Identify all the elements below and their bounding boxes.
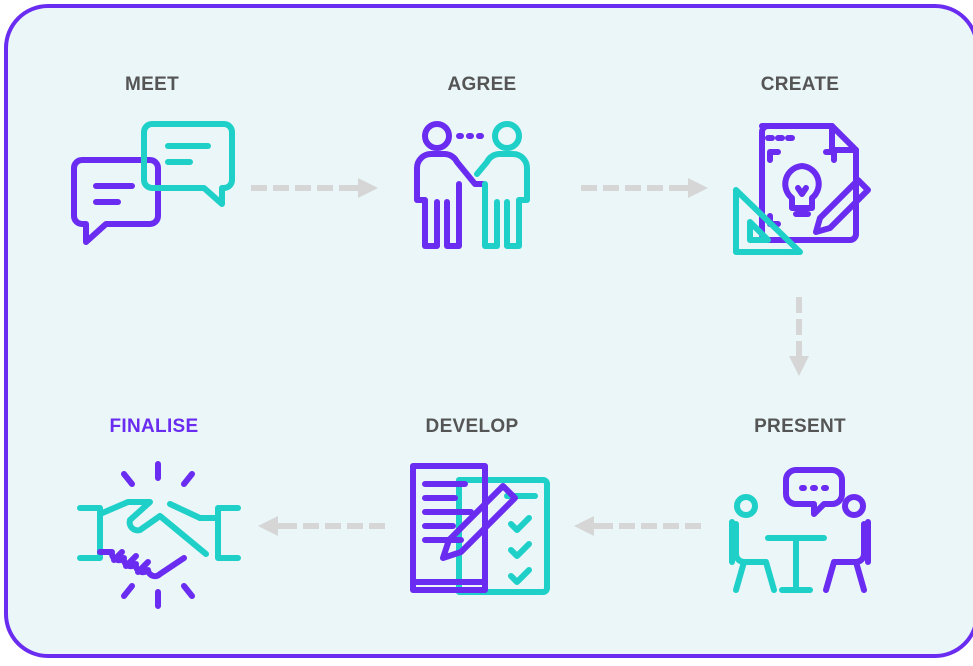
- chat-bubbles-icon: [71, 121, 235, 245]
- step-label-create: CREATE: [760, 74, 840, 95]
- arrow-present-to-develop: [574, 516, 701, 536]
- document-checklist-icon: [410, 463, 550, 595]
- design-idea-icon: [733, 123, 871, 255]
- step-label-finalise: FINALISE: [109, 416, 199, 437]
- arrow-develop-to-finalise: [258, 516, 385, 536]
- handshake-deal-icon: [77, 461, 241, 609]
- arrow-meet-to-agree: [251, 178, 378, 198]
- arrow-create-to-present: [789, 297, 809, 376]
- step-label-agree: AGREE: [447, 74, 517, 95]
- step-label-develop: DEVELOP: [425, 416, 519, 437]
- arrow-agree-to-create: [581, 178, 708, 198]
- process-panel: MEET AGREE CREATE PRESENT DEVELOP FINALI…: [4, 4, 973, 658]
- step-label-present: PRESENT: [754, 416, 846, 437]
- step-label-meet: MEET: [125, 74, 179, 95]
- two-people-handshake-icon: [414, 121, 530, 249]
- meeting-table-icon: [729, 467, 871, 593]
